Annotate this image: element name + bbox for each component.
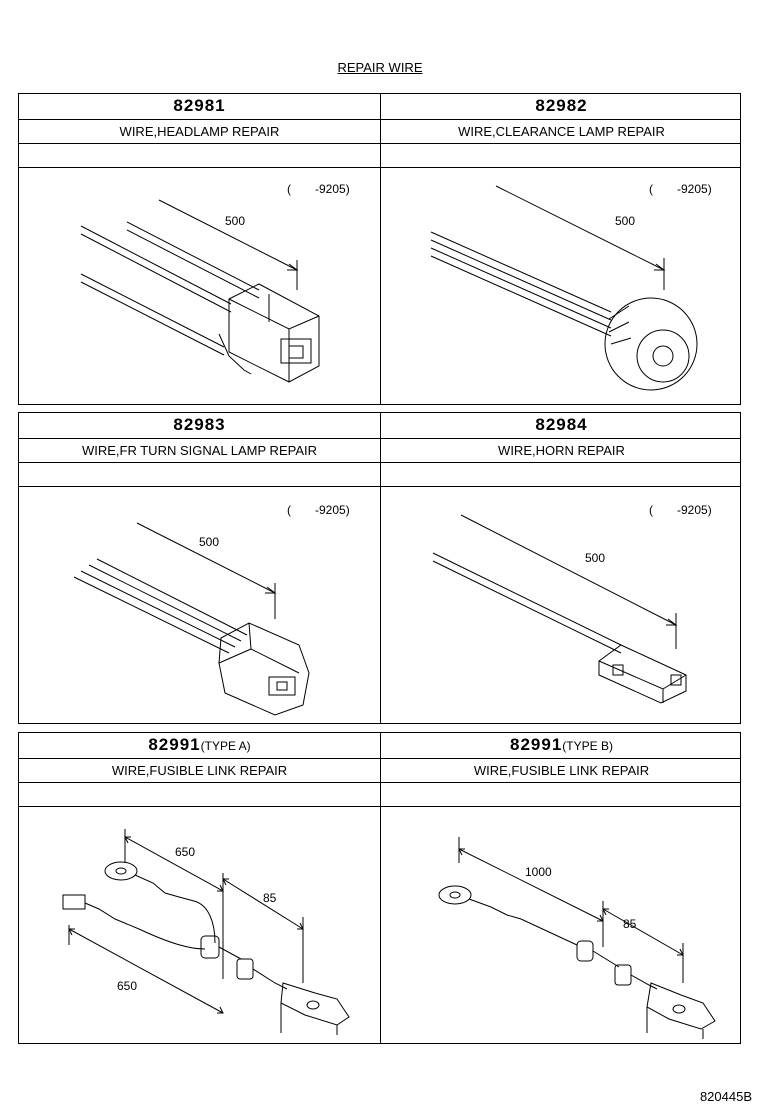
description-row: [19, 120, 740, 144]
dimension-label: 650: [175, 845, 196, 859]
turn-signal-connector-drawing: [73, 522, 310, 716]
part-number-row: [19, 733, 740, 759]
description-row: [19, 759, 740, 783]
horn-connector-drawing: [432, 514, 687, 704]
part-number-row: [19, 94, 740, 120]
part-number: 82983: [173, 415, 226, 434]
part-number: 82981: [173, 96, 226, 115]
date-range: ( -9205): [649, 503, 712, 517]
date-range: ( -9205): [287, 503, 350, 517]
date-range: ( -9205): [649, 182, 712, 196]
parts-block-1: 82981 82982 WIRE,HEADLAMP REPAIR WIRE,CL…: [18, 93, 741, 405]
parts-block-2: 82983 82984 WIRE,FR TURN SIGNAL LAMP REP…: [18, 412, 741, 724]
part-description: WIRE,HEADLAMP REPAIR: [119, 124, 280, 139]
dimension-label: 1000: [525, 865, 552, 879]
headlamp-connector-drawing: [80, 199, 320, 383]
dimension-label: 85: [263, 891, 277, 905]
column-divider: [380, 733, 381, 1043]
drawing-code: 820445B: [699, 1089, 752, 1104]
part-description: WIRE,FR TURN SIGNAL LAMP REPAIR: [81, 443, 317, 458]
part-number: 82991(TYPE B): [510, 735, 613, 754]
part-number: 82991(TYPE A): [148, 735, 251, 754]
dimension-label: 500: [225, 214, 246, 228]
part-number: 82982: [535, 96, 588, 115]
part-number-row: [19, 413, 740, 439]
column-divider: [380, 413, 381, 723]
type-label: (TYPE A): [200, 739, 251, 753]
blank-row: [19, 144, 740, 168]
dimension-label: 650: [117, 979, 138, 993]
clearance-lamp-connector-drawing: [430, 185, 698, 391]
type-label: (TYPE B): [562, 739, 613, 753]
dimension-label: 85: [623, 917, 637, 931]
part-description: WIRE,CLEARANCE LAMP REPAIR: [458, 124, 665, 139]
page-title: REPAIR WIRE: [337, 60, 423, 75]
fusible-link-type-b-drawing: [438, 837, 716, 1039]
part-description: WIRE,HORN REPAIR: [498, 443, 625, 458]
dimension-label: 500: [585, 551, 606, 565]
part-description: WIRE,FUSIBLE LINK REPAIR: [111, 763, 288, 778]
part-number: 82984: [535, 415, 588, 434]
column-divider: [380, 94, 381, 404]
date-range: ( -9205): [287, 182, 350, 196]
dimension-label: 500: [199, 535, 220, 549]
part-description: WIRE,FUSIBLE LINK REPAIR: [473, 763, 650, 778]
dimension-label: 500: [615, 214, 636, 228]
description-row: [19, 439, 740, 463]
blank-row: [19, 463, 740, 487]
fusible-link-type-a-drawing: [62, 829, 350, 1035]
parts-block-3: 82991(TYPE A) 82991(TYPE B) WIRE,FUSIBLE…: [18, 732, 741, 1044]
blank-row: [19, 783, 740, 807]
